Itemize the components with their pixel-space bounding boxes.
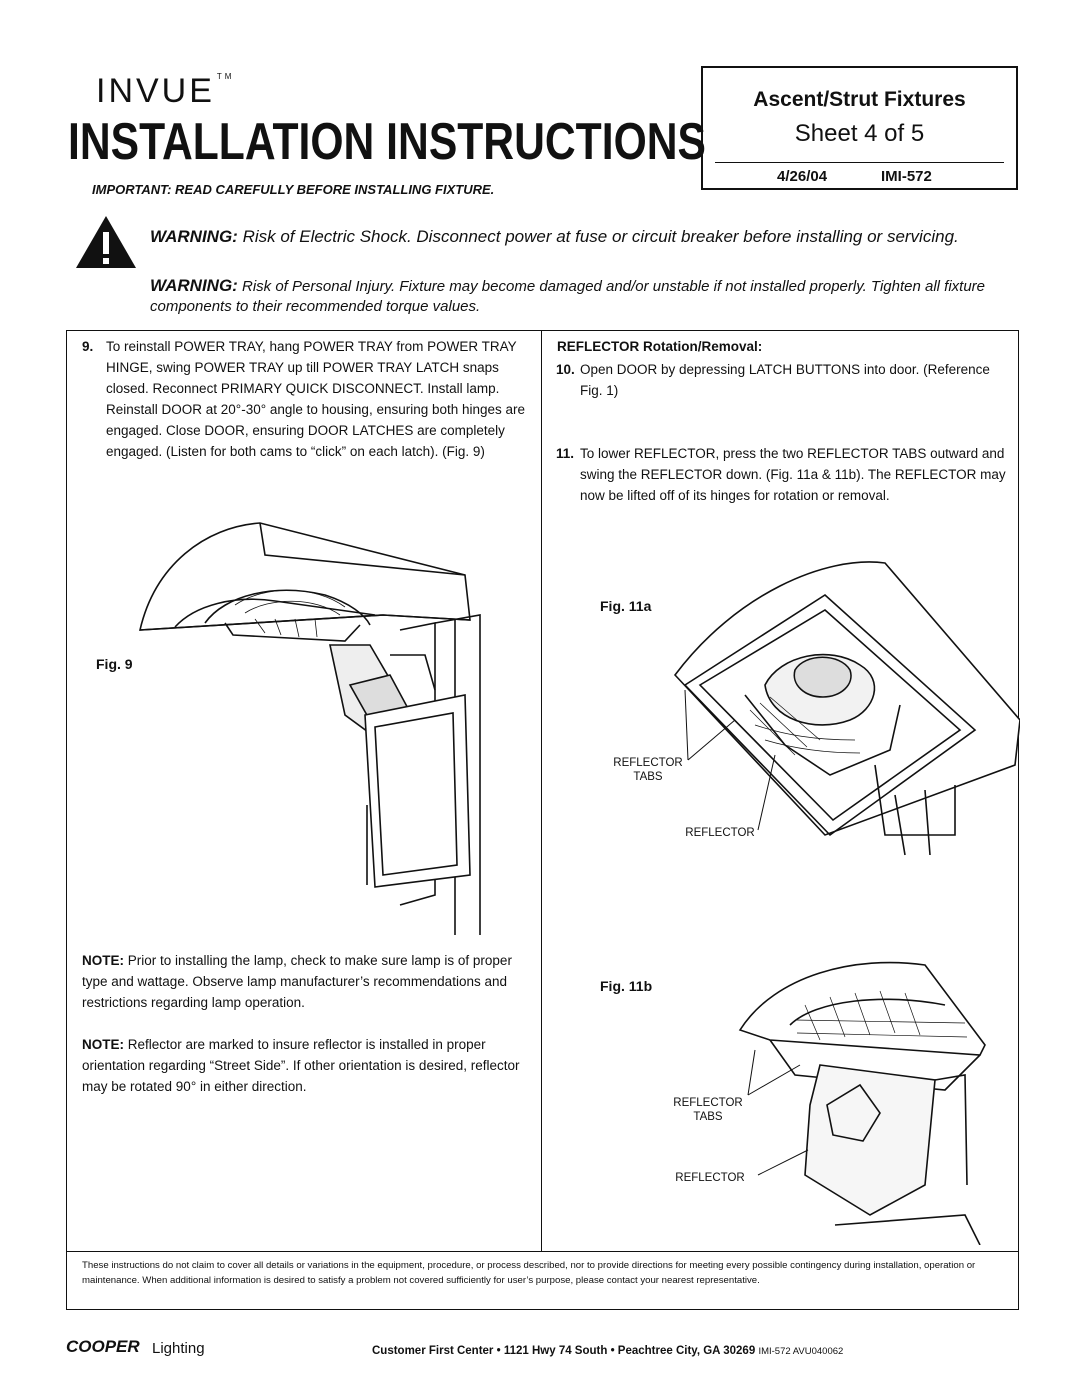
note-text: Prior to installing the lamp, check to m… [82,953,512,1010]
warning-text: Risk of Electric Shock. Disconnect power… [242,227,959,246]
cooper-lighting-text: Lighting [152,1340,205,1357]
note-label: NOTE: [82,1037,124,1052]
callout-line-1: REFLECTOR [673,1097,743,1109]
title-box-rule [715,162,1004,163]
warning-label: WARNING: [150,276,238,295]
fig-9-illustration [138,522,481,935]
step-text: Open DOOR by depressing LATCH BUTTONS in… [580,362,990,398]
note-lamp: NOTE: Prior to installing the lamp, chec… [82,950,537,1013]
logo-text: INVUE [96,72,215,110]
warning-text: Risk of Personal Injury. Fixture may bec… [150,278,986,315]
customer-address: Customer First Center • 1121 Hwy 74 Sout… [372,1345,843,1357]
page-title: INSTALLATION INSTRUCTIONS [68,113,706,171]
step-number: 11. [556,446,575,461]
callout-reflector-11a: REFLECTOR [685,827,755,839]
step-11: 11. To lower REFLECTOR, press the two RE… [556,443,1006,506]
step-number: 10. [556,362,575,377]
document-code: IMI-572 [881,168,932,185]
step-text: To lower REFLECTOR, press the two REFLEC… [580,446,1006,503]
fig-11a-illustration [673,561,1020,856]
step-10: 10. Open DOOR by depressing LATCH BUTTON… [556,359,1006,401]
cooper-logo: COOPER [66,1337,140,1356]
section-heading: REFLECTOR Rotation/Removal: [557,339,763,354]
fig-11b-illustration [738,961,986,1245]
note-label: NOTE: [82,953,124,968]
fig-11b-leader-lines [747,1049,809,1176]
important-notice: IMPORTANT: READ CAREFULLY BEFORE INSTALL… [92,182,495,197]
disclaimer-box [66,1252,1019,1310]
callout-reflector-11b: REFLECTOR [675,1172,745,1184]
step-text: To reinstall POWER TRAY, hang POWER TRAY… [106,339,526,459]
document-date: 4/26/04 [777,168,828,185]
callout-reflector-tabs-11a: REFLECTOR TABS [598,756,698,784]
trademark-mark: TM [216,72,235,81]
fig-11a-leader-lines [684,689,776,831]
content-frame [66,330,1019,1252]
title-box: Ascent/Strut Fixtures Sheet 4 of 5 4/26/… [701,66,1018,190]
callout-line-1: REFLECTOR [613,757,683,769]
warning-icon [76,216,136,268]
document-codes: IMI-572 AVU040062 [758,1346,844,1357]
sheet-number: Sheet 4 of 5 [794,120,925,147]
warning-electric-shock: WARNING: Risk of Electric Shock. Disconn… [150,226,1000,248]
disclaimer-text: These instructions do not claim to cover… [82,1260,976,1286]
callout-reflector-tabs-11b: REFLECTOR TABS [658,1096,758,1124]
step-9: 9. To reinstall POWER TRAY, hang POWER T… [82,336,532,462]
address-text: Customer First Center • 1121 Hwy 74 Sout… [372,1345,756,1357]
column-divider [541,330,542,1252]
fig-11b-label: Fig. 11b [600,978,653,994]
warning-label: WARNING: [150,227,238,246]
step-number: 9. [82,339,94,354]
note-text: Reflector are marked to insure reflector… [82,1037,520,1094]
note-reflector: NOTE: Reflector are marked to insure ref… [82,1034,537,1097]
product-name: Ascent/Strut Fixtures [753,88,966,111]
warning-personal-injury: WARNING: Risk of Personal Injury. Fixtur… [150,276,1000,317]
callout-line-2: TABS [693,1111,723,1123]
callout-line-2: TABS [633,771,663,783]
fig-11a-label: Fig. 11a [600,598,652,614]
fig-9-label: Fig. 9 [96,656,133,672]
